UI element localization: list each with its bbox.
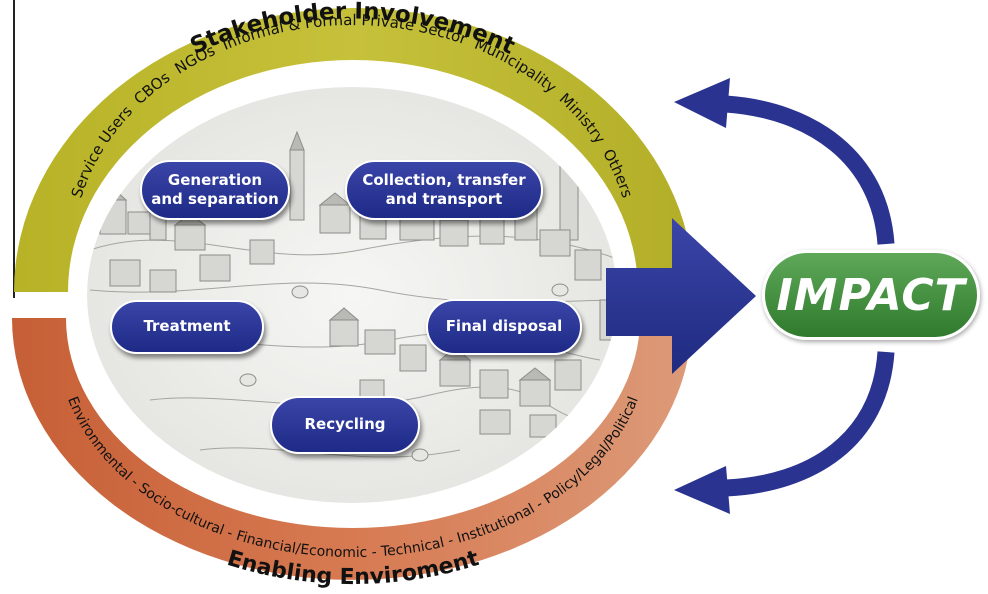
- recycling-pill: Recycling: [270, 396, 420, 454]
- generation-separation-pill: Generation and separation: [140, 160, 290, 220]
- treatment-pill: Treatment: [110, 300, 264, 354]
- impact-badge: IMPACT: [762, 250, 980, 340]
- generation-separation-label: Generation and separation: [151, 170, 279, 209]
- enabling-band: [12, 318, 692, 580]
- impact-arrow: [606, 218, 756, 374]
- impact-label: IMPACT: [776, 269, 966, 321]
- collection-transport-label: Collection, transfer and transport: [362, 170, 526, 209]
- feedback-arrow-bottom: [725, 351, 895, 497]
- feedback-arrowhead-top: [674, 78, 730, 128]
- final-disposal-label: Final disposal: [445, 317, 563, 336]
- stakeholder-band: [14, 8, 694, 292]
- final-disposal-pill: Final disposal: [426, 299, 582, 355]
- feedback-arrowhead-bottom: [674, 466, 730, 514]
- collection-transport-pill: Collection, transfer and transport: [345, 160, 543, 220]
- recycling-label: Recycling: [304, 415, 386, 434]
- treatment-label: Treatment: [143, 317, 231, 336]
- feedback-arrow-top: [725, 95, 895, 245]
